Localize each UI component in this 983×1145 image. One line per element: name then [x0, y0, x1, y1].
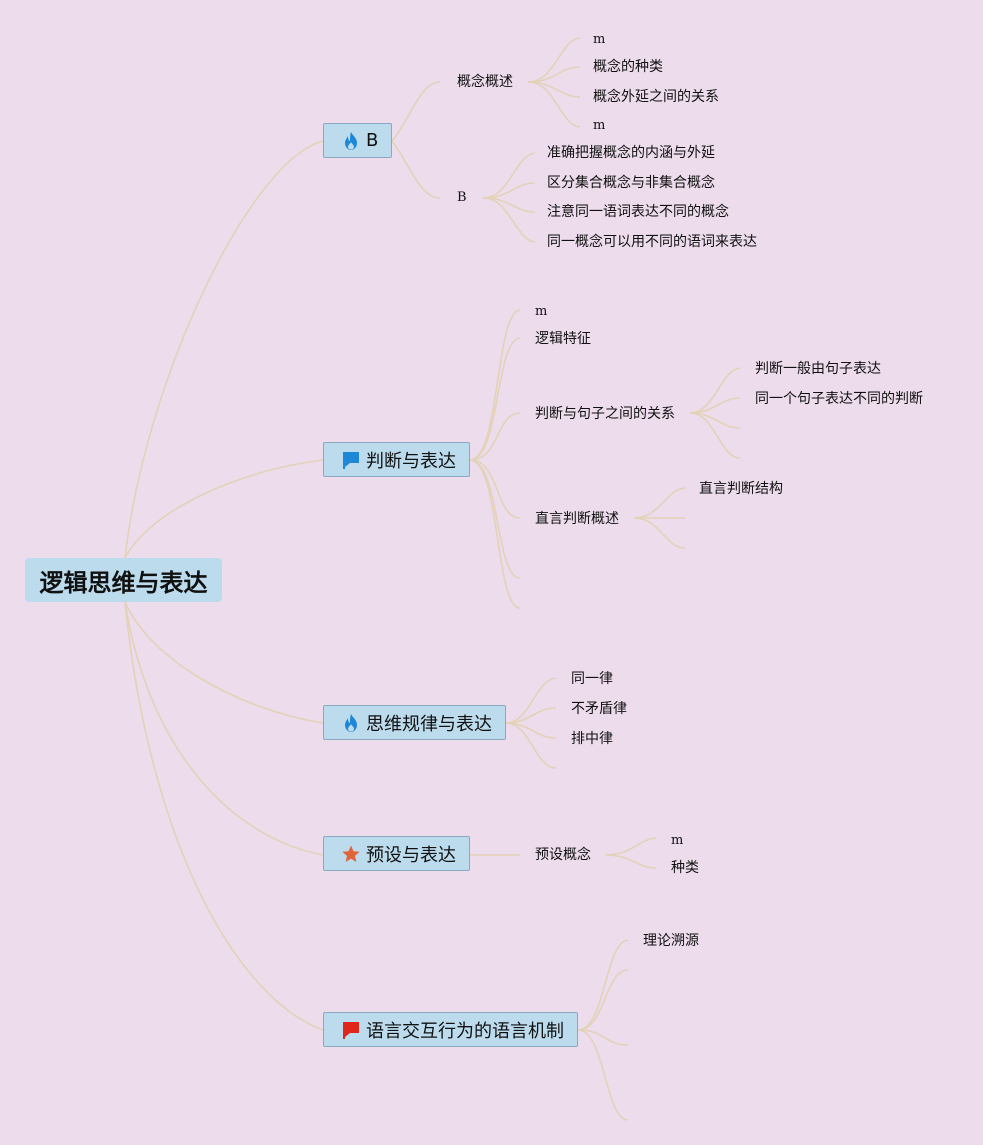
- node-judge-sentence[interactable]: 判断与句子之间的关系: [535, 406, 675, 422]
- node-excluded-middle[interactable]: 排中律: [571, 731, 613, 747]
- topic-speech-acts[interactable]: 语言交互行为的语言机制: [323, 1012, 578, 1047]
- topic-judgement[interactable]: 判断与表达: [323, 442, 470, 477]
- topic-presupposition[interactable]: 预设与表达: [323, 836, 470, 871]
- node-presup-concept[interactable]: 预设概念: [535, 847, 591, 863]
- flame-icon: [341, 131, 361, 151]
- node-theory-origin[interactable]: 理论溯源: [643, 933, 699, 949]
- node-concept-relations[interactable]: 概念外延之间的关系: [593, 89, 719, 105]
- topic-label: 判断与表达: [366, 450, 456, 472]
- topic-label: 预设与表达: [366, 844, 456, 866]
- node-grasp-concept[interactable]: 准确把握概念的内涵与外延: [547, 145, 715, 161]
- node-m[interactable]: m: [593, 32, 606, 47]
- node-m[interactable]: m: [671, 833, 684, 848]
- topic-thought-laws[interactable]: 思维规律与表达: [323, 705, 506, 740]
- node-concept-types[interactable]: 概念的种类: [593, 59, 663, 75]
- node-categorical-structure[interactable]: 直言判断结构: [699, 481, 783, 497]
- node-identity-law[interactable]: 同一律: [571, 671, 613, 687]
- node-m[interactable]: m: [535, 304, 548, 319]
- topic-label: B: [366, 130, 379, 151]
- topic-b[interactable]: B: [323, 123, 392, 158]
- node-non-contradiction[interactable]: 不矛盾律: [571, 701, 627, 717]
- node-same-concept[interactable]: 同一概念可以用不同的语词来表达: [547, 234, 757, 250]
- node-same-word[interactable]: 注意同一语词表达不同的概念: [547, 204, 729, 220]
- node-one-sentence[interactable]: 同一个句子表达不同的判断: [755, 391, 923, 407]
- node-concept-overview[interactable]: 概念概述: [457, 74, 513, 90]
- node-presup-types[interactable]: 种类: [671, 860, 699, 876]
- blue-flag-icon: [341, 450, 361, 470]
- topic-label: 语言交互行为的语言机制: [366, 1020, 564, 1042]
- node-logic-feature[interactable]: 逻辑特征: [535, 331, 591, 347]
- red-flag-icon: [341, 1020, 361, 1040]
- topic-label: 思维规律与表达: [366, 713, 492, 735]
- node-judge-by-sentence[interactable]: 判断一般由句子表达: [755, 361, 881, 377]
- node-set-concept[interactable]: 区分集合概念与非集合概念: [547, 175, 715, 191]
- star-icon: [341, 844, 361, 864]
- node-m[interactable]: m: [593, 118, 606, 133]
- root-topic[interactable]: 逻辑思维与表达: [25, 558, 222, 602]
- node-b[interactable]: B: [457, 190, 467, 205]
- node-categorical[interactable]: 直言判断概述: [535, 511, 619, 527]
- flame-icon: [341, 713, 361, 733]
